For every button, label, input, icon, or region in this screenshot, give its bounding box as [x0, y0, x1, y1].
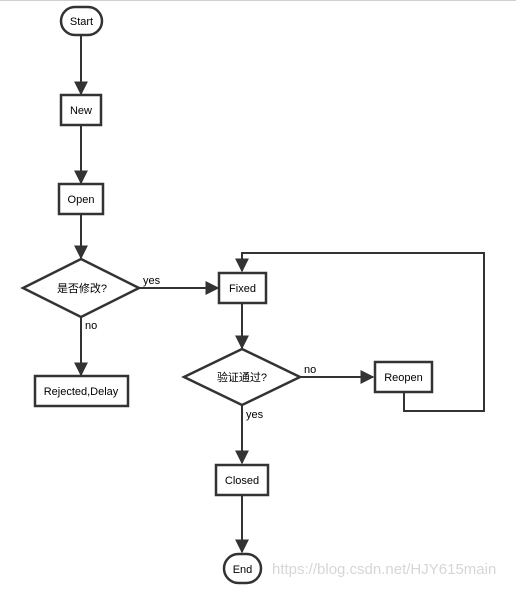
node-rejected: Rejected,Delay [33, 374, 130, 408]
new-shape [59, 93, 103, 127]
node-decision-modify: 是否修改? [20, 257, 142, 319]
end-label: End [233, 564, 253, 576]
rejected-label: Rejected,Delay [44, 386, 119, 398]
end-shape [222, 552, 263, 585]
edges [74, 36, 485, 554]
node-decision-verify: 验证通过? [181, 347, 303, 407]
node-end: End [222, 552, 263, 585]
start-shape [59, 5, 104, 37]
node-new: New [59, 93, 103, 127]
closed-shape [214, 463, 270, 497]
node-reopen: Reopen [373, 360, 434, 394]
watermark-text: https://blog.csdn.net/HJY615main [272, 561, 497, 578]
node-fixed: Fixed [217, 271, 268, 305]
open-label: Open [68, 194, 95, 206]
open-shape [57, 182, 105, 216]
rejected-shape [33, 374, 130, 408]
reopen-shape [373, 360, 434, 394]
decision-verify-shape [181, 347, 303, 407]
decision-modify-label: 是否修改? [57, 281, 107, 295]
decision-modify-shape [20, 257, 142, 319]
fixed-shape [217, 271, 268, 305]
edge-label-modify-no: no [85, 320, 97, 332]
fixed-label: Fixed [229, 283, 256, 295]
closed-label: Closed [225, 475, 259, 487]
edge-label-modify-yes: yes [143, 275, 161, 287]
node-closed: Closed [214, 463, 270, 497]
edge-reopen-fixed [235, 252, 485, 412]
node-start: Start [59, 5, 104, 37]
top-border [0, 0, 516, 1]
decision-verify-label: 验证通过? [217, 370, 267, 384]
new-label: New [70, 105, 92, 117]
start-label: Start [70, 16, 93, 28]
reopen-label: Reopen [384, 372, 423, 384]
edge-label-verify-yes: yes [246, 409, 264, 421]
edge-label-verify-no: no [304, 364, 316, 376]
node-open: Open [57, 182, 105, 216]
